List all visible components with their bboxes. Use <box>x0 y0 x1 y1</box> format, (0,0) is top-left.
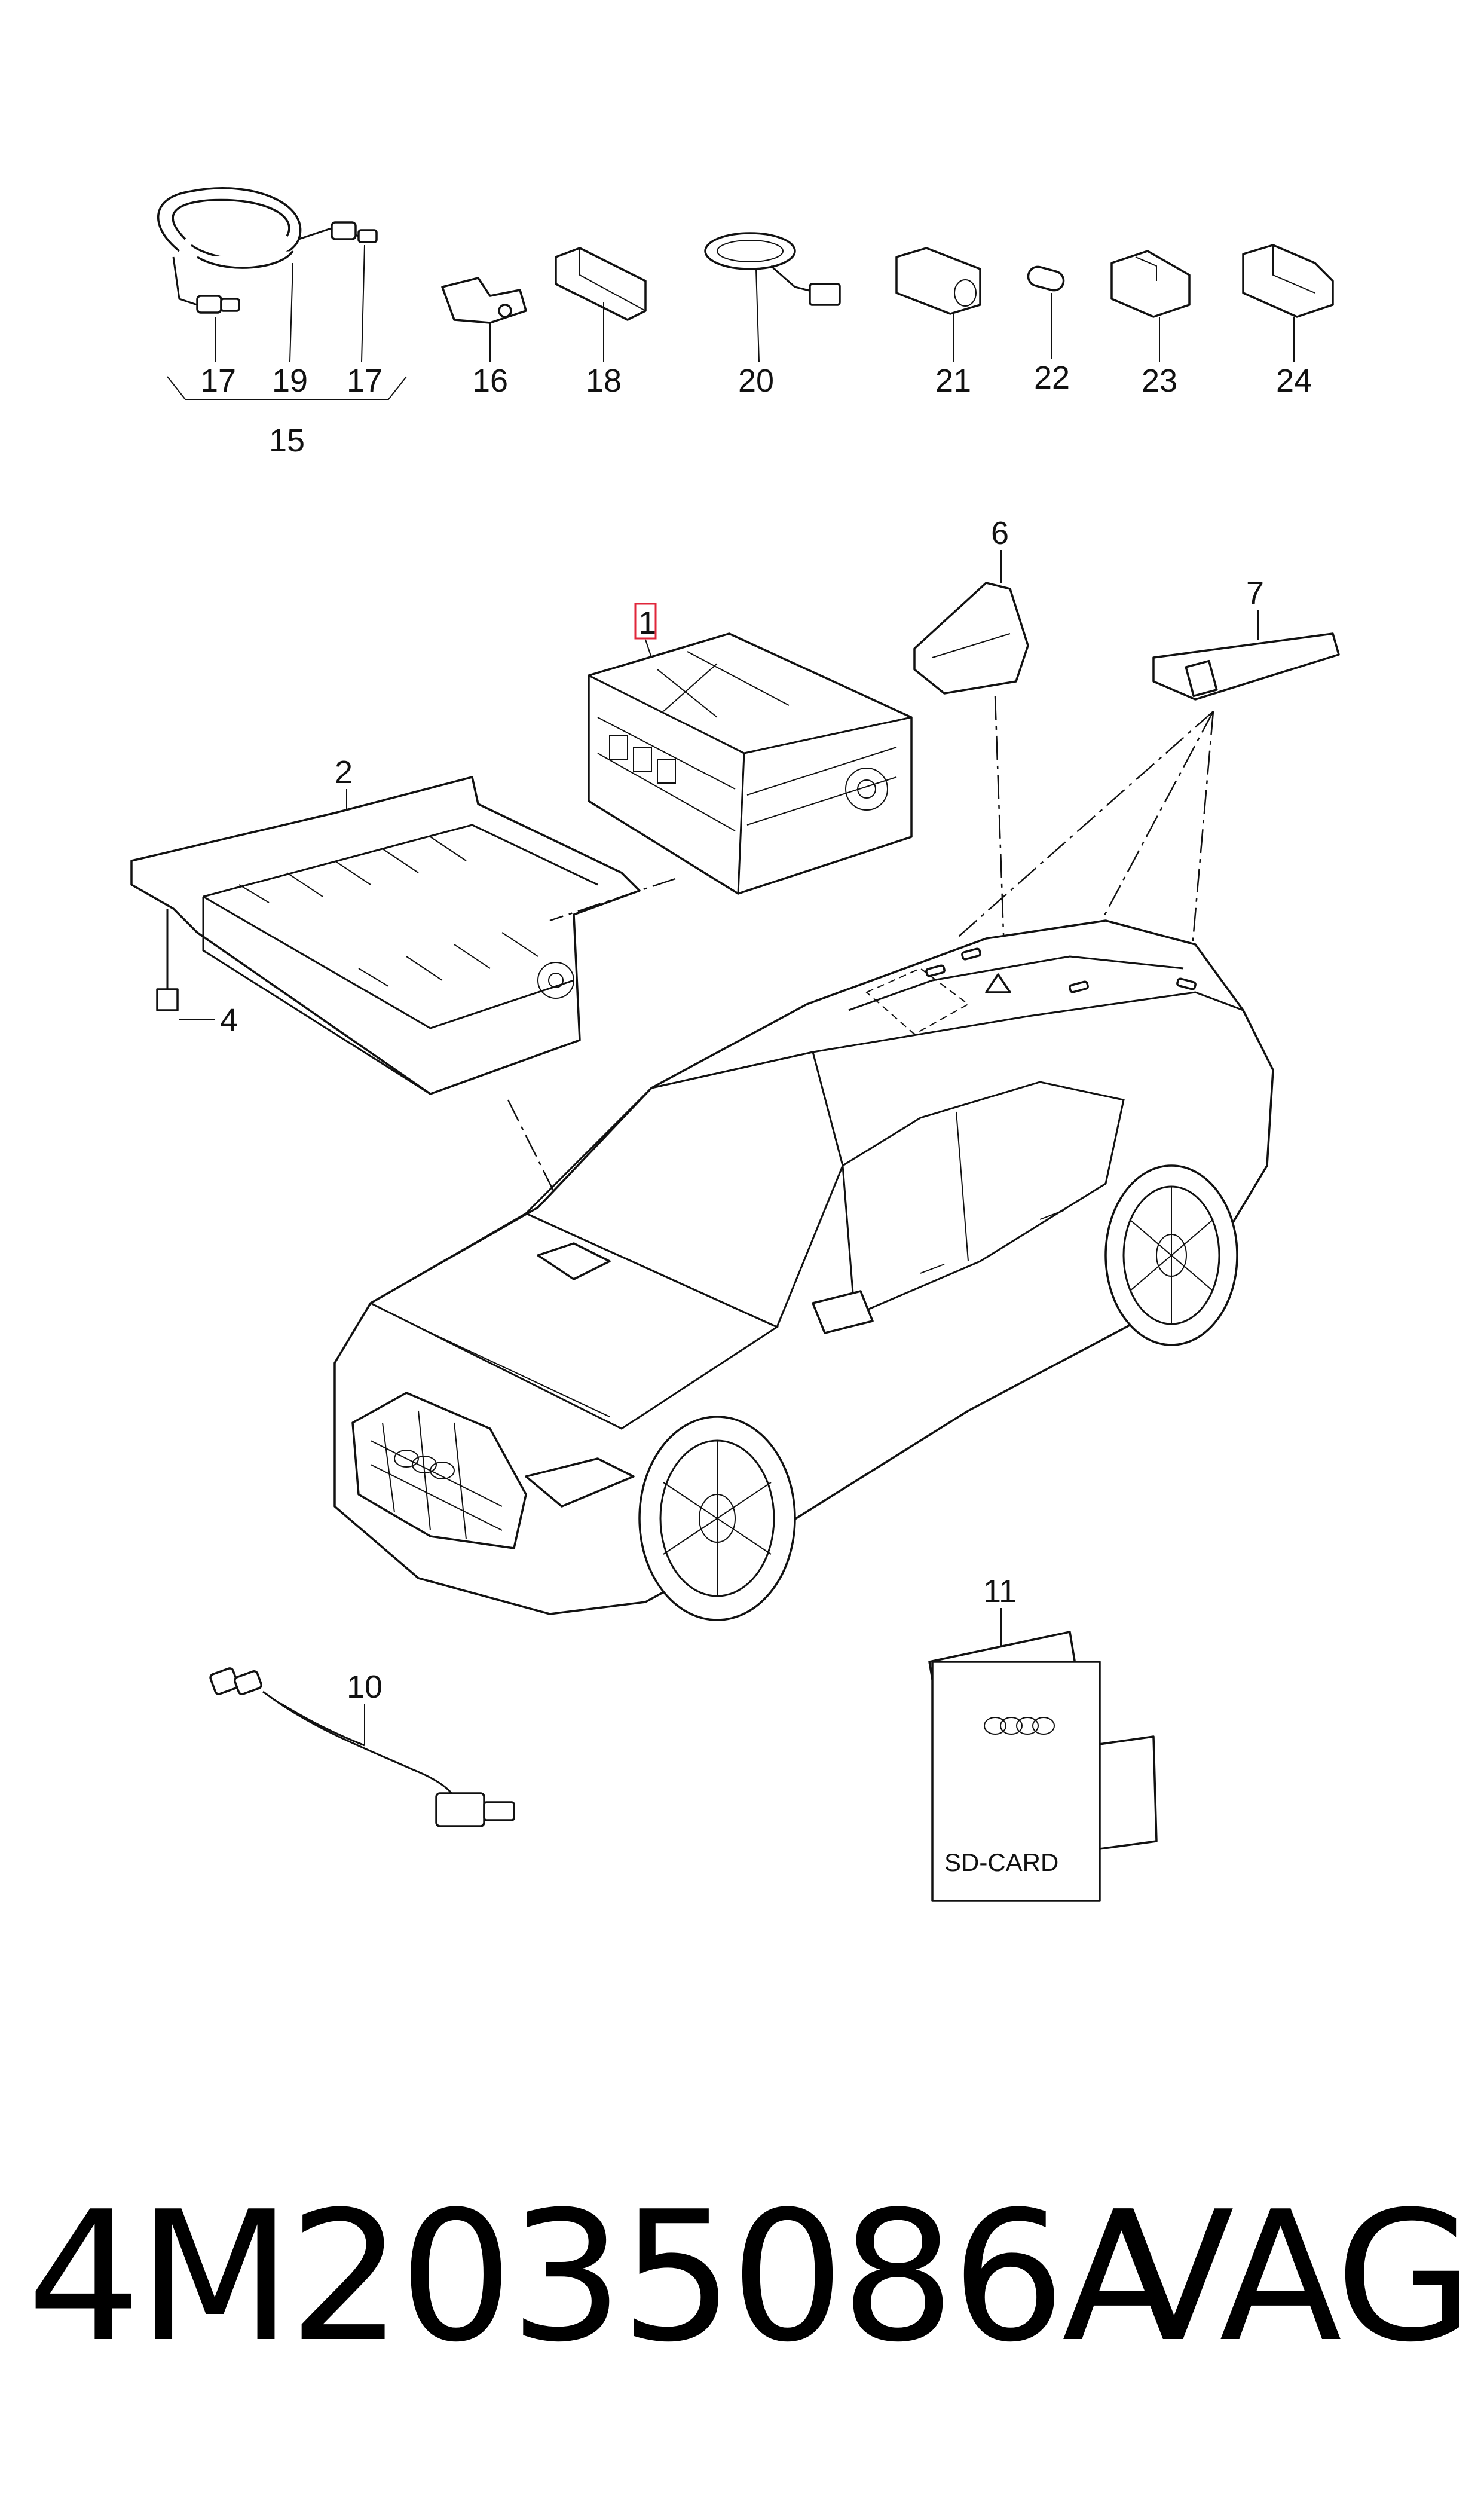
bracket-15 <box>167 376 407 400</box>
dash-line-7b <box>1188 711 1214 981</box>
leader-line-20 <box>755 268 760 362</box>
callout-7: 7 <box>1246 575 1264 611</box>
callout-18: 18 <box>586 363 622 399</box>
screw-part-4 <box>156 909 179 1011</box>
part-number: 4M2035086A <box>27 2173 1185 2382</box>
leader-line-17b <box>361 244 365 362</box>
vehicle-illustration <box>333 919 1274 1621</box>
callout-21: 21 <box>935 363 971 399</box>
callout-4: 4 <box>220 1002 238 1038</box>
clip-part-23 <box>1110 250 1191 318</box>
callout-1: 1 <box>638 605 656 641</box>
dash-line-6 <box>994 696 1005 951</box>
callout-15: 15 <box>269 423 305 458</box>
callout-10: 10 <box>347 1669 383 1705</box>
insert-part-21 <box>895 247 981 315</box>
sd-card-label: SD-CARD <box>944 1848 1058 1876</box>
connector-part-16 <box>441 277 527 324</box>
sd-card-package-part-11 <box>928 1631 1158 1902</box>
callout-16: 16 <box>472 363 508 399</box>
antenna-module-part-7 <box>1152 632 1340 701</box>
connector-housing-part-18 <box>555 247 647 321</box>
mounting-bracket-part-2 <box>130 776 641 1095</box>
callout-1-highlight-box <box>634 603 657 640</box>
callout-17b: 17 <box>347 363 383 399</box>
antenna-cable-part-10 <box>209 1667 515 1827</box>
ring-connector-part-20 <box>704 232 841 306</box>
plug-part-24 <box>1242 244 1334 318</box>
pin-part-22 <box>1027 265 1065 292</box>
coiled-antenna-cable-part <box>157 187 378 314</box>
callout-19: 19 <box>272 363 308 399</box>
callout-11: 11 <box>983 1573 1017 1609</box>
dash-line-1 <box>549 878 676 922</box>
roof-antenna-part-6 <box>913 582 1029 695</box>
callout-20: 20 <box>738 363 774 399</box>
callout-17a: 17 <box>200 363 236 399</box>
brand-label: VAG <box>1112 2173 1474 2382</box>
dash-line-7c <box>956 711 1214 939</box>
callout-6: 6 <box>991 515 1009 551</box>
callout-22: 22 <box>1034 360 1070 396</box>
callout-23: 23 <box>1142 363 1177 399</box>
infotainment-control-unit-part-1 <box>588 632 913 895</box>
leader-line-19 <box>289 262 293 362</box>
callout-24: 24 <box>1276 363 1312 399</box>
callout-2: 2 <box>335 754 353 790</box>
